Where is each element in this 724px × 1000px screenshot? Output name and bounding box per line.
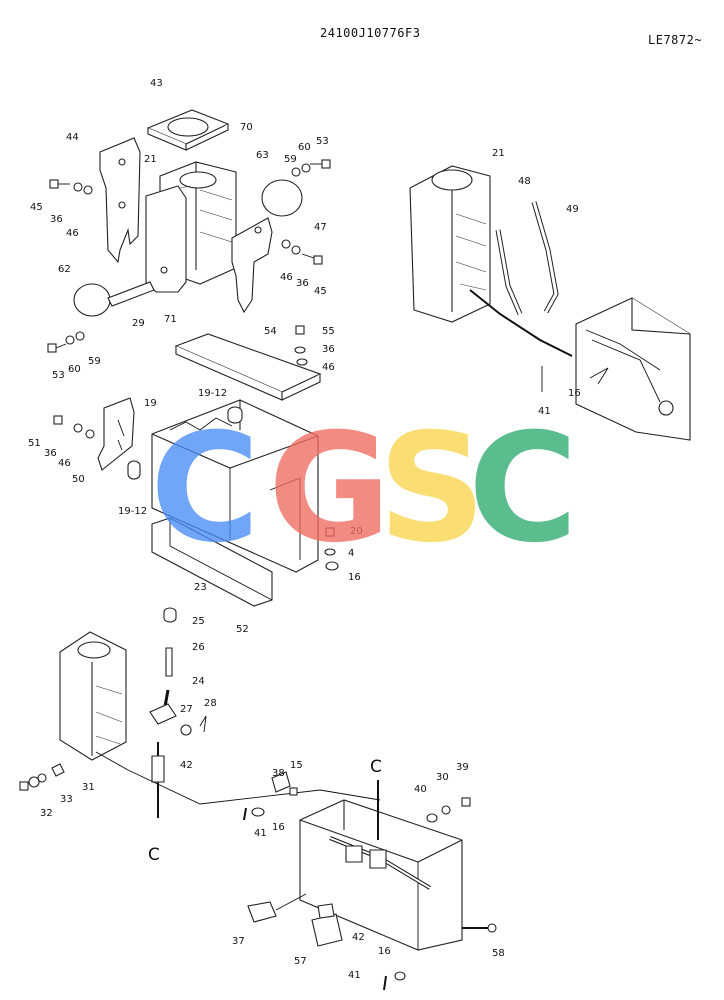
watermark-letter-c2: C: [468, 402, 578, 576]
callout-45b: 45: [314, 286, 327, 297]
section-mark-c-left: C: [148, 845, 160, 865]
callout-39: 39: [456, 762, 469, 773]
callout-15: 15: [290, 760, 303, 771]
callout-54: 54: [264, 326, 277, 337]
upper-valve-assembly: [47, 109, 331, 401]
callout-59: 59: [284, 154, 297, 165]
callout-46-mid: 46: [58, 458, 71, 469]
callout-30: 30: [436, 772, 449, 783]
callout-59b: 59: [88, 356, 101, 367]
watermark-letter-g: G: [268, 402, 391, 576]
callout-16-bottom: 16: [272, 822, 285, 833]
top-left-callouts: 43 44 70 21 63 59 60 53 45 36 46 47 46 3…: [30, 78, 335, 381]
callout-41-bottom: 41: [254, 828, 267, 839]
callout-26: 26: [192, 642, 205, 653]
callout-41-right: 41: [538, 406, 551, 417]
sheet-reference: LE7872~: [648, 33, 703, 47]
callout-24: 24: [192, 676, 205, 687]
callout-19: 19: [144, 398, 157, 409]
callout-19-12-top: 19-12: [198, 388, 227, 399]
callout-50: 50: [72, 474, 85, 485]
callout-38: 38: [272, 768, 285, 779]
lower-linkage-assembly: [19, 607, 497, 991]
callout-46: 46: [66, 228, 79, 239]
callout-40: 40: [414, 784, 427, 795]
callout-53b: 53: [52, 370, 65, 381]
callout-27: 27: [180, 704, 193, 715]
callout-41-lower: 41: [348, 970, 361, 981]
callout-48: 48: [518, 176, 531, 187]
middle-callouts: 19-12 19 51 36 46 50 19-12 20 4 16 52: [28, 388, 363, 635]
callout-63: 63: [256, 150, 269, 161]
callout-45: 45: [30, 202, 43, 213]
callout-37: 37: [232, 936, 245, 947]
callout-29: 29: [132, 318, 145, 329]
callout-52: 52: [236, 624, 249, 635]
callout-46c: 46: [322, 362, 335, 373]
callout-36c: 36: [322, 344, 335, 355]
callout-60b: 60: [68, 364, 81, 375]
callout-31: 31: [82, 782, 95, 793]
watermark-letter-s: S: [378, 402, 486, 576]
callout-36: 36: [50, 214, 63, 225]
top-right-callouts: 21 48 49 41 16: [492, 148, 581, 417]
mounting-box: [53, 397, 339, 607]
callout-23: 23: [194, 582, 207, 593]
callout-19-12-bottom: 19-12: [118, 506, 147, 517]
callout-16-mid: 16: [348, 572, 361, 583]
callout-28: 28: [204, 698, 217, 709]
callout-21: 21: [144, 154, 157, 165]
callout-43: 43: [150, 78, 163, 89]
callout-33: 33: [60, 794, 73, 805]
callout-44: 44: [66, 132, 79, 143]
section-mark-c-right: C: [370, 757, 382, 777]
callout-25: 25: [192, 616, 205, 627]
callout-42-right: 42: [352, 932, 365, 943]
callout-62: 62: [58, 264, 71, 275]
callout-53: 53: [316, 136, 329, 147]
callout-20: 20: [350, 526, 363, 537]
installed-valve-assembly: [409, 165, 691, 441]
callout-55: 55: [322, 326, 335, 337]
callout-16-lower: 16: [378, 946, 391, 957]
callout-4: 4: [348, 548, 354, 559]
callout-42-left: 42: [180, 760, 193, 771]
callout-49: 49: [566, 204, 579, 215]
bottom-callouts: 23 25 26 24 27 28 42 31 33 32 15 38 41 1…: [40, 582, 505, 981]
watermark: C G S C: [150, 402, 578, 576]
callout-36b: 36: [296, 278, 309, 289]
callout-21-right: 21: [492, 148, 505, 159]
callout-36-mid: 36: [44, 448, 57, 459]
document-code: 24100J10776F3: [320, 26, 421, 40]
callout-51: 51: [28, 438, 41, 449]
callout-70: 70: [240, 122, 253, 133]
watermark-letter-c1: C: [150, 402, 260, 576]
callout-16-right: 16: [568, 388, 581, 399]
callout-57: 57: [294, 956, 307, 967]
callout-47: 47: [314, 222, 327, 233]
callout-71: 71: [164, 314, 177, 325]
callout-60: 60: [298, 142, 311, 153]
callout-32: 32: [40, 808, 53, 819]
callout-58: 58: [492, 948, 505, 959]
callout-46b: 46: [280, 272, 293, 283]
